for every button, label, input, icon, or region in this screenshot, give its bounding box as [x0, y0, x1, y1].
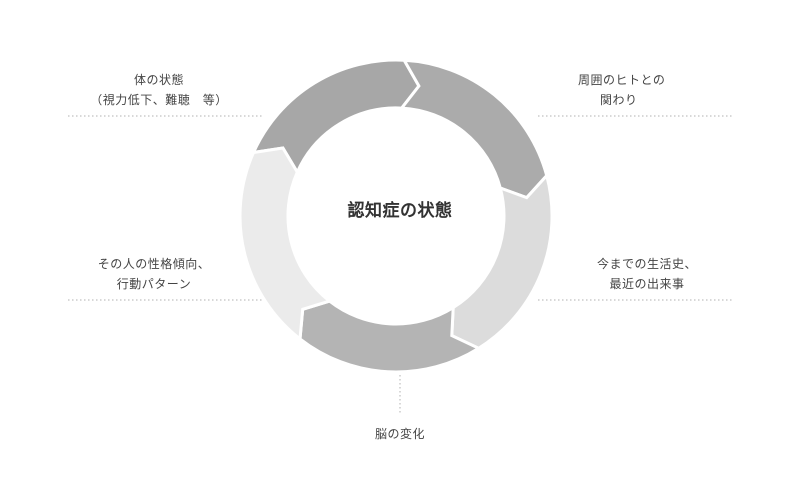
factor-middle-left-line-1: その人の性格傾向、 — [97, 257, 211, 271]
segment-bottom — [298, 299, 482, 374]
factor-bottom: 脳の変化 — [350, 424, 450, 444]
factor-top-right-line-2: 関わり — [600, 93, 638, 107]
factor-top-right: 周囲のヒトとの 関わり — [578, 70, 708, 110]
factor-top-left: 体の状態 （視力低下、難聴 等） — [84, 70, 234, 110]
segment-left — [238, 146, 333, 342]
segment-top-right — [398, 58, 549, 200]
factor-middle-right-line-2: 最近の出来事 — [609, 277, 685, 291]
factor-middle-left-line-2: 行動パターン — [116, 277, 192, 291]
factor-bottom-line-1: 脳の変化 — [374, 427, 425, 441]
cycle-ring — [238, 58, 554, 374]
factor-middle-right-line-1: 今までの生活史、 — [596, 257, 697, 271]
factor-top-left-line-1: 体の状態 — [133, 73, 184, 87]
factor-top-left-line-2: （視力低下、難聴 等） — [90, 93, 228, 107]
center-title: 認知症の状態 — [347, 201, 453, 221]
factor-middle-right: 今までの生活史、 最近の出来事 — [572, 254, 722, 294]
factor-top-right-line-1: 周囲のヒトとの — [578, 73, 666, 87]
factor-middle-left: その人の性格傾向、 行動パターン — [74, 254, 234, 294]
